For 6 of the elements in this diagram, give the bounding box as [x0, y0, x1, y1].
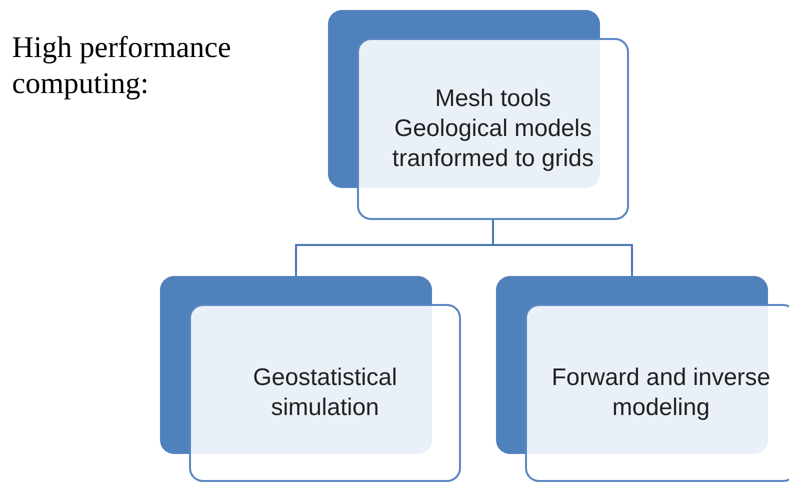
node-text: Geological models tranformed to grids: [391, 114, 595, 174]
node-text: Geostatistical simulation: [252, 363, 398, 423]
node-text: Forward and inverse modeling: [550, 363, 772, 423]
node-text: Mesh tools: [434, 84, 552, 114]
heading-text: High performance computing:: [12, 30, 232, 102]
connector-line: [492, 220, 633, 276]
